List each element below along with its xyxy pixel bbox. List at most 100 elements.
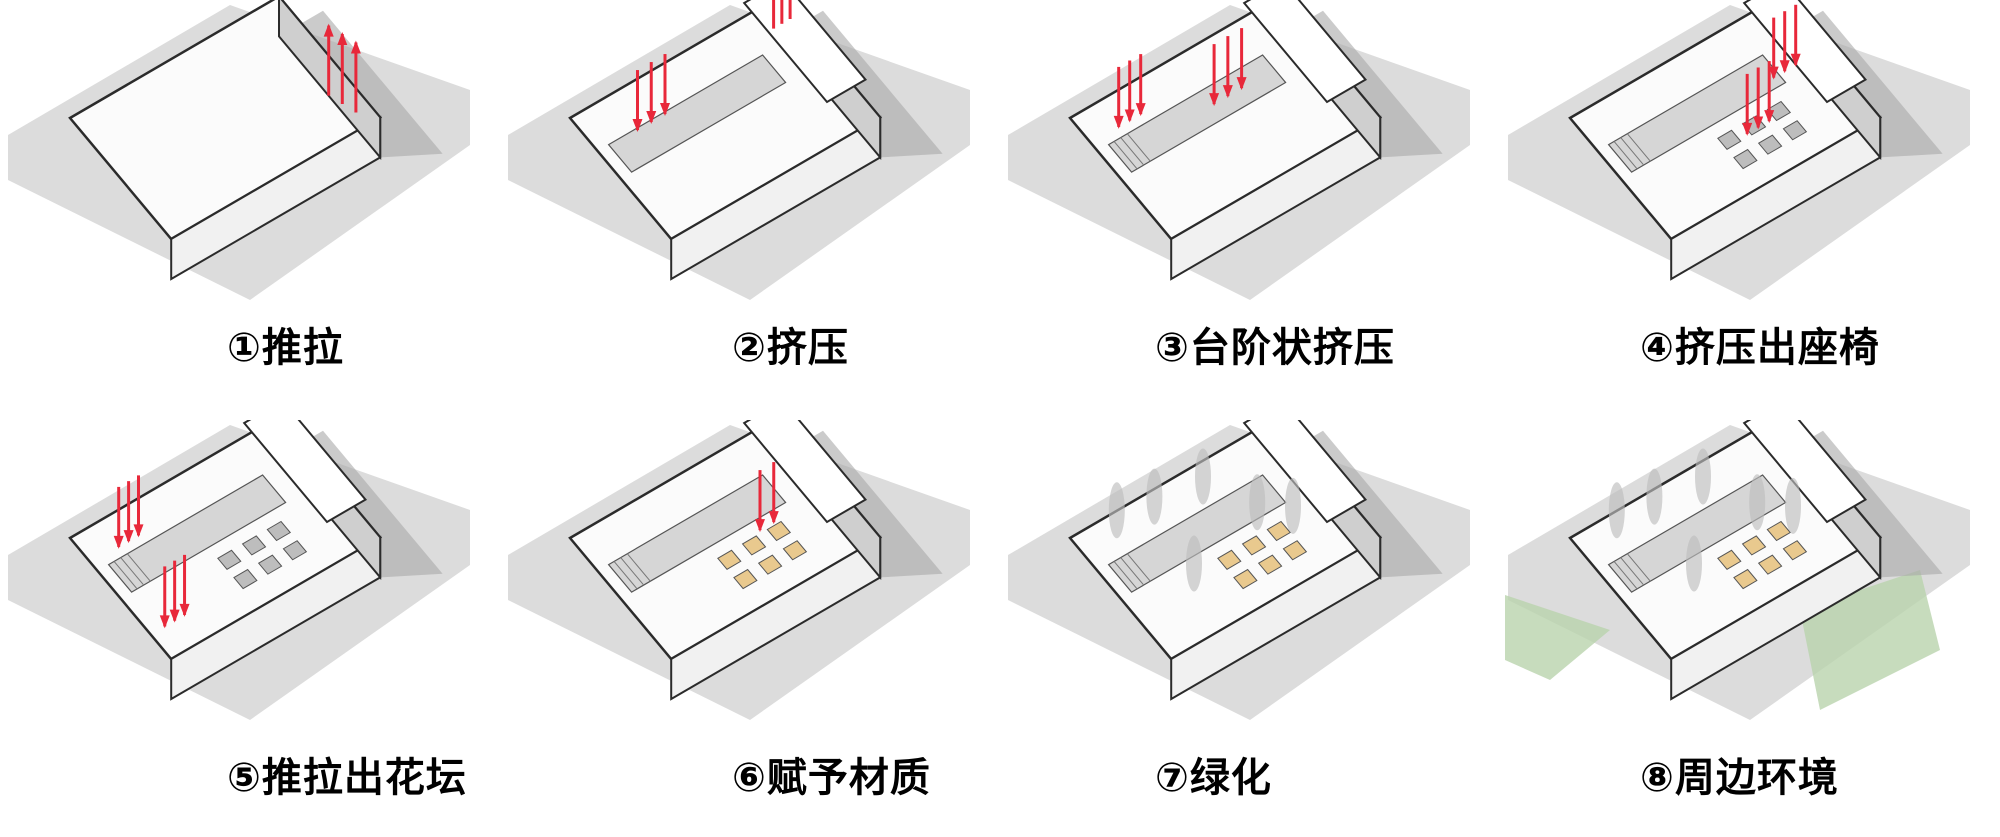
step-edge [1126, 553, 1151, 582]
press-arrow-head [1135, 103, 1146, 117]
step-caption-1: ①推拉 [227, 325, 344, 371]
tree [1249, 474, 1266, 531]
step-edge [113, 561, 138, 590]
press-arrow-head [646, 111, 657, 125]
step-edge [1620, 557, 1645, 586]
seat [1717, 129, 1742, 150]
seat [217, 549, 242, 570]
step-edge [1613, 561, 1638, 590]
step-edge [626, 553, 651, 582]
press-arrow-head [1742, 122, 1753, 136]
step-caption-6: ⑥赋予材质 [732, 755, 931, 801]
push-arrow-head [323, 23, 334, 37]
step-edge [1113, 561, 1138, 590]
tree [1646, 468, 1663, 525]
recess-channel [607, 54, 787, 173]
seat [241, 535, 267, 556]
step-panel-1 [0, 0, 500, 340]
press-arrow-head [123, 530, 134, 544]
seat [257, 554, 283, 575]
press-arrow-head [755, 519, 765, 533]
press-arrow-head [1236, 77, 1247, 91]
recess-channel [607, 474, 787, 593]
step-edge [1126, 133, 1151, 162]
tree [1785, 477, 1801, 534]
model-1 [8, 0, 470, 300]
model-8 [1505, 420, 1970, 720]
step-caption-2: ②挤压 [732, 325, 849, 371]
step-illustration [1008, 0, 1470, 300]
step-edge [1120, 557, 1145, 586]
seat [1741, 535, 1767, 556]
step-illustration [508, 0, 970, 300]
tree [1186, 535, 1202, 592]
tree [1285, 477, 1301, 534]
seat [766, 520, 792, 542]
green-area [1800, 570, 1940, 710]
seat [782, 540, 808, 561]
seat [1257, 554, 1283, 575]
tree [1695, 448, 1711, 505]
seat [233, 568, 258, 590]
model-4 [1508, 0, 1970, 300]
step-illustration [1008, 420, 1470, 720]
tree [1108, 482, 1125, 539]
step-panel-2 [500, 0, 1000, 340]
seat [1757, 554, 1783, 575]
raised-volume [242, 420, 368, 524]
seat [741, 535, 767, 556]
press-arrow-head [1222, 85, 1233, 99]
step-panel-6 [500, 420, 1000, 760]
raised-volume [1742, 420, 1868, 524]
seat [1766, 520, 1792, 542]
press-arrow-head [1779, 60, 1790, 74]
step-edge [1626, 553, 1651, 582]
step-edge [1113, 141, 1138, 170]
press-arrow-head [113, 535, 124, 549]
seat [1733, 568, 1758, 590]
tree [1686, 535, 1702, 592]
step-edge [620, 557, 645, 586]
press-arrow-head [660, 103, 670, 117]
step-panel-7 [1000, 420, 1500, 760]
step-caption-8: ⑧周边环境 [1640, 755, 1839, 801]
step-caption-4: ④挤压出座椅 [1640, 325, 1880, 371]
push-arrow-head [350, 40, 361, 54]
step-edge [1626, 133, 1651, 162]
seat [1782, 540, 1808, 561]
recess-channel [1607, 54, 1787, 173]
step-edge [1613, 141, 1638, 170]
press-arrow-head [159, 615, 170, 629]
step-caption-5: ⑤推拉出花坛 [227, 755, 467, 801]
raised-volume [1242, 0, 1368, 104]
seat [266, 520, 292, 542]
tree [1146, 468, 1163, 525]
seat [1217, 549, 1242, 570]
seat [757, 554, 783, 575]
step-edge [613, 561, 638, 590]
step-panel-4 [1500, 0, 2000, 340]
step-caption-7: ⑦绿化 [1155, 755, 1272, 801]
step-illustration [1505, 420, 1970, 720]
model-5 [8, 420, 470, 720]
press-arrow-head [169, 609, 180, 623]
press-arrow-head [1753, 116, 1764, 130]
step-edge [1620, 137, 1645, 166]
seat [1266, 520, 1292, 542]
seat [1717, 549, 1742, 570]
model-7 [1008, 420, 1470, 720]
step-panel-8 [1500, 420, 2000, 760]
step-panel-5 [0, 420, 500, 760]
seat [1282, 540, 1308, 561]
step-panel-3 [1000, 0, 1500, 340]
seat [717, 549, 742, 570]
press-arrow-head [179, 603, 190, 617]
model-6 [508, 420, 970, 720]
press-arrow-head [133, 524, 144, 538]
press-arrow-head [1768, 66, 1779, 80]
press-arrow-head [1113, 115, 1124, 129]
press-arrow-head [1790, 53, 1801, 67]
model-3 [1008, 0, 1470, 300]
push-arrow-head [337, 32, 348, 46]
seat [1782, 120, 1808, 141]
